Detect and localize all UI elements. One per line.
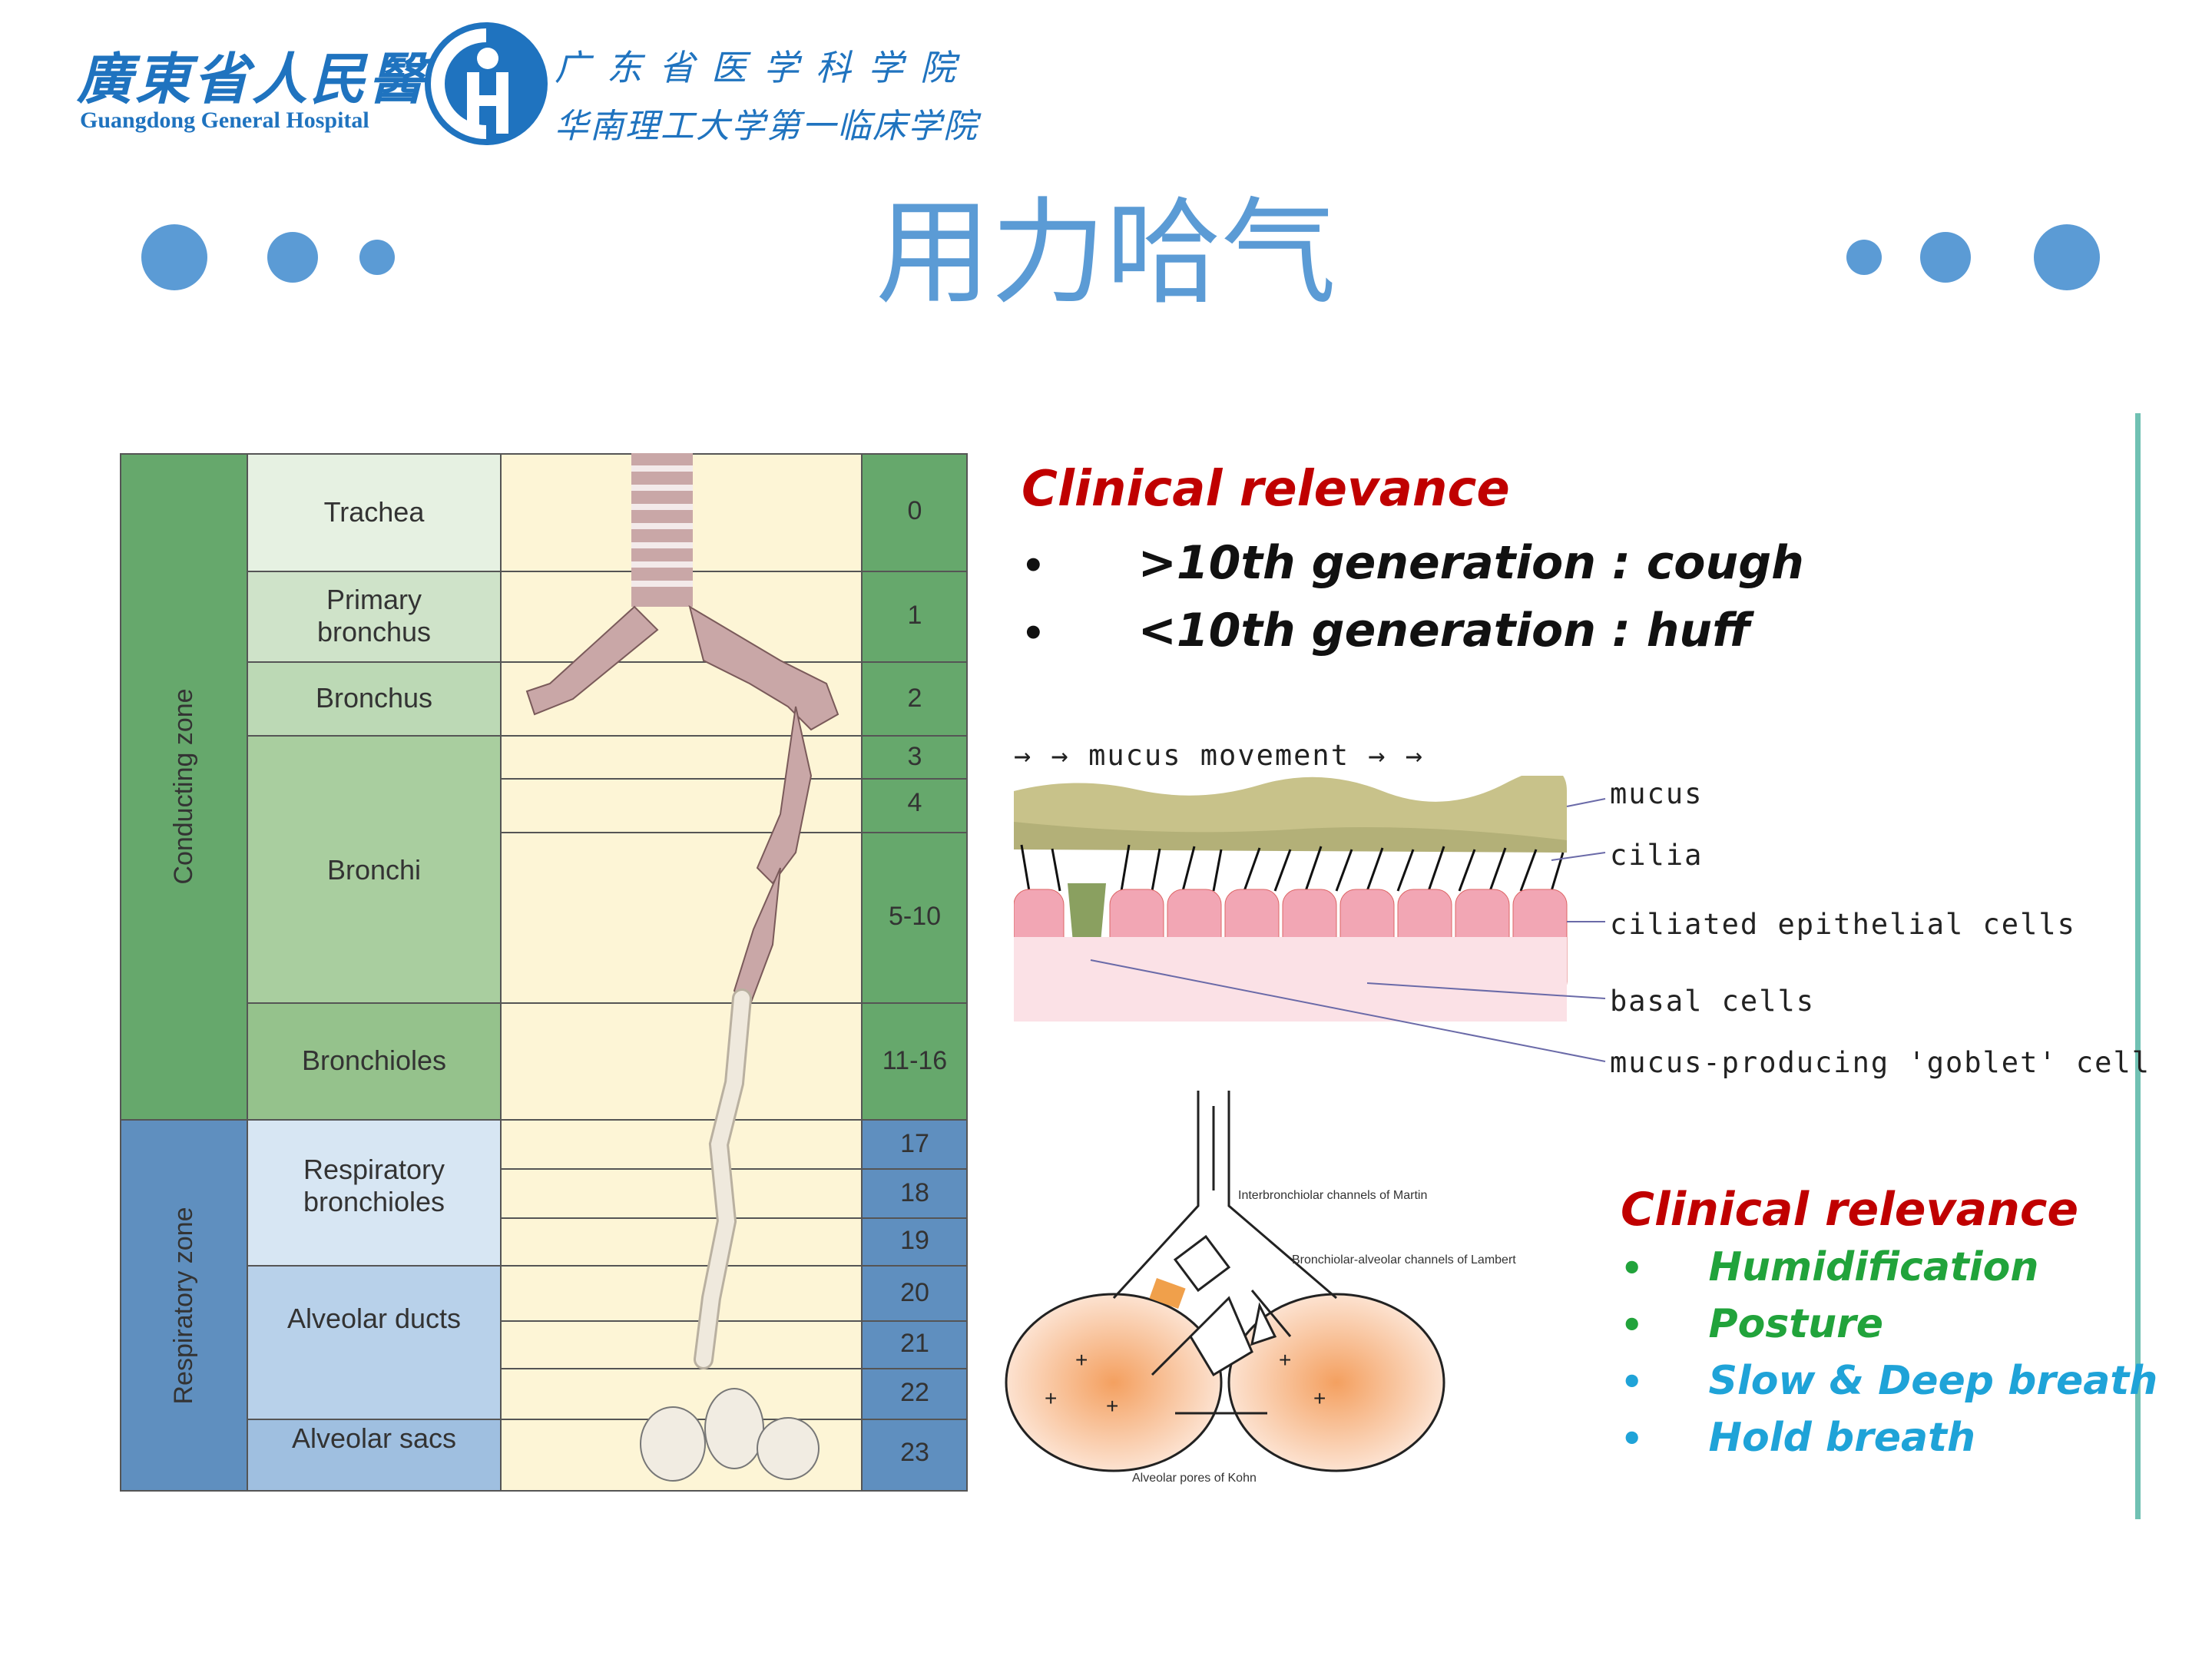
- label-mucus: mucus: [1610, 777, 1704, 810]
- arrow-icon: → →: [1014, 739, 1089, 772]
- clinical-item-humidification: • Humidification: [1621, 1244, 2157, 1301]
- label-basal-cells: basal cells: [1610, 985, 1816, 1018]
- segment-label: Alveolar sacs: [291, 1422, 457, 1454]
- segment-label: Trachea: [323, 496, 425, 528]
- svg-text:+: +: [1313, 1386, 1326, 1410]
- bullet-huff: • <10th generation : huff: [1022, 604, 1750, 657]
- generation-number: 23: [900, 1438, 929, 1467]
- decor-dot: [1920, 232, 1971, 283]
- generation-number: 18: [900, 1178, 929, 1207]
- clinical-list: • Humidification • Posture • Slow & Deep…: [1621, 1244, 2157, 1472]
- generation-number: 1: [907, 601, 922, 630]
- decor-dot: [2034, 224, 2100, 290]
- bullet-marker: •: [1621, 1418, 1644, 1459]
- item-text: Hold breath: [1708, 1415, 1976, 1461]
- clinical-relevance-title: Clinical relevance: [1022, 461, 1510, 518]
- generation-number: 0: [907, 496, 922, 525]
- airway-table: Conducting zone Respiratory zone Trachea…: [120, 453, 968, 1492]
- bullet-cough: • >10th generation : cough: [1022, 536, 1804, 590]
- mucus-movement-label: → → mucus movement → →: [1014, 739, 1424, 772]
- academy-name: 广东省医学科学院: [555, 47, 972, 88]
- hospital-name-cn: 廣東省人民醫院: [77, 46, 486, 111]
- generation-number: 2: [907, 684, 922, 713]
- collateral-ventilation-diagram: + + + + +: [1005, 1091, 1445, 1472]
- decor-dot: [267, 232, 318, 283]
- segment-label: Primary bronchus: [316, 584, 432, 647]
- item-text: Posture: [1708, 1301, 1884, 1347]
- label-ciliated-epithelial-cells: ciliated epithelial cells: [1610, 908, 2076, 941]
- zone-label-conducting: Conducting zone: [169, 688, 198, 885]
- airway-table-graphic: [120, 453, 968, 1492]
- clinical-relevance-title-2: Clinical relevance: [1621, 1183, 2079, 1237]
- svg-text:+: +: [1106, 1394, 1118, 1418]
- bullet-text: <10th generation : huff: [1137, 604, 1751, 657]
- label-pores-kohn: Alveolar pores of Kohn: [1132, 1472, 1257, 1485]
- generation-number: 4: [907, 788, 922, 817]
- generation-number: 11-16: [882, 1046, 948, 1075]
- bullet-text: >10th generation : cough: [1137, 536, 1804, 590]
- generation-number: 3: [907, 742, 922, 771]
- bullet-marker: •: [1022, 612, 1045, 655]
- label-goblet-cell: mucus-producing 'goblet' cell: [1610, 1046, 2151, 1079]
- svg-text:+: +: [1075, 1348, 1088, 1372]
- university-name: 华南理工大学第一临床学院: [555, 107, 979, 146]
- mucus-cilia-diagram: [1014, 776, 1606, 1062]
- generation-number: 19: [900, 1226, 929, 1255]
- bullet-marker: •: [1621, 1247, 1644, 1289]
- item-text: Slow & Deep breath: [1708, 1358, 2158, 1404]
- segment-label: Alveolar ducts: [286, 1303, 462, 1334]
- generation-number: 21: [900, 1329, 929, 1358]
- generation-number: 20: [900, 1278, 929, 1307]
- clinical-item-hold-breath: • Hold breath: [1621, 1415, 2157, 1472]
- segment-label: Respiratory bronchioles: [303, 1154, 445, 1217]
- arrow-icon: → →: [1349, 739, 1425, 772]
- segment-label: Bronchi: [326, 854, 422, 886]
- clinical-item-posture: • Posture: [1621, 1301, 2157, 1358]
- divider-line: [2135, 413, 2141, 1519]
- bullet-marker: •: [1022, 545, 1045, 588]
- bullet-marker: •: [1621, 1361, 1644, 1402]
- bullet-marker: •: [1621, 1304, 1644, 1346]
- zone-label-respiratory: Respiratory zone: [169, 1207, 198, 1405]
- generation-number: 5-10: [888, 902, 942, 931]
- decor-dot: [1846, 240, 1882, 275]
- page-title: 用力哈气: [875, 187, 1336, 320]
- generation-number: 22: [900, 1378, 929, 1407]
- segment-label: Bronchioles: [301, 1045, 447, 1076]
- generation-number: 17: [900, 1129, 929, 1158]
- decor-dot: [359, 240, 395, 275]
- airway-tree-illustration: [525, 453, 839, 1482]
- segment-label: Bronchus: [315, 682, 433, 714]
- decor-dot: [141, 224, 207, 290]
- label-channels-martin: Interbronchiolar channels of Martin: [1238, 1189, 1428, 1202]
- label-cilia: cilia: [1610, 839, 1704, 872]
- svg-text:+: +: [1279, 1348, 1291, 1372]
- item-text: Humidification: [1708, 1244, 2039, 1290]
- label-channels-lambert: Bronchiolar-alveolar channels of Lambert: [1292, 1253, 1516, 1267]
- hospital-name-en: Guangdong General Hospital: [80, 108, 369, 133]
- svg-text:+: +: [1045, 1386, 1057, 1410]
- mucus-movement-text: mucus movement: [1088, 739, 1349, 772]
- clinical-item-slow-deep-breath: • Slow & Deep breath: [1621, 1358, 2157, 1415]
- hospital-logo-icon: [425, 22, 548, 145]
